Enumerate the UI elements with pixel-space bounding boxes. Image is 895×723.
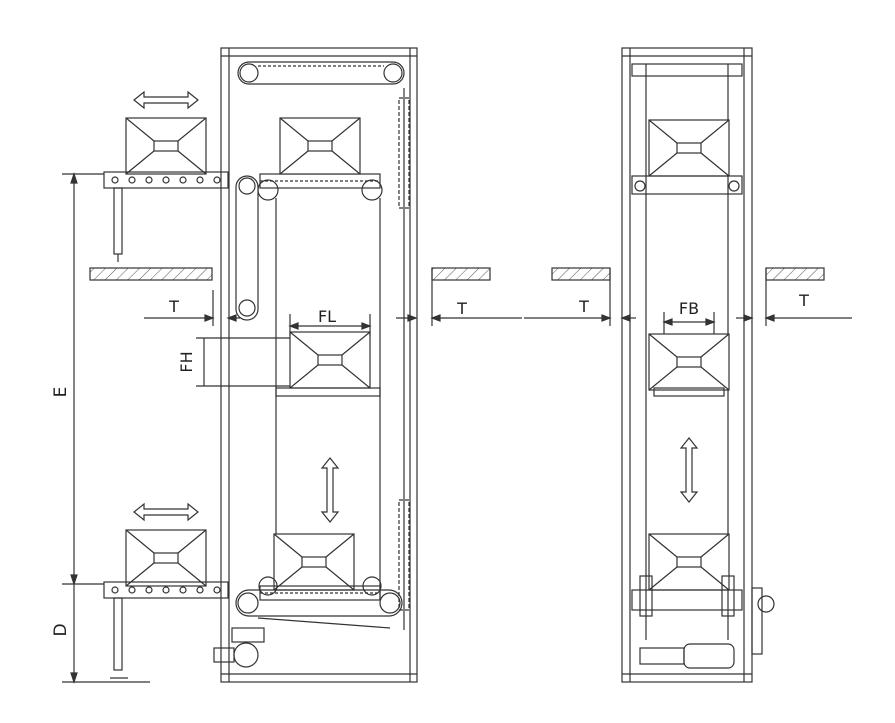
upper-infeed-conveyor [103,171,229,189]
label-fl: FL [318,307,336,326]
motor [233,642,259,668]
vertical-motion-arrow [321,457,339,523]
upper-horizontal-arrow [133,91,199,109]
side-motor [683,643,735,669]
lower-horizontal-arrow [133,503,199,521]
label-t-right-a: T [578,297,589,316]
floor-slab-side-left [551,267,611,281]
label-e: E [51,387,71,398]
label-fb: FB [679,299,699,318]
side-frame-outer [621,47,753,683]
top-chain [237,61,405,85]
label-fh: FH [177,351,196,372]
side-vertical-arrow [680,437,698,503]
side-view [524,47,852,683]
label-t-mid: T [456,299,467,318]
floor-slab-side-right [765,267,825,281]
floor-slab-mid [431,267,491,281]
lower-infeed-conveyor [103,581,229,599]
front-view [62,47,522,684]
floor-slab-left [89,267,213,281]
label-d: D [51,623,71,636]
label-t-right-b: T [798,291,809,310]
label-t-left: T [168,297,179,316]
frame-outer [220,47,418,683]
left-belt [235,175,259,321]
